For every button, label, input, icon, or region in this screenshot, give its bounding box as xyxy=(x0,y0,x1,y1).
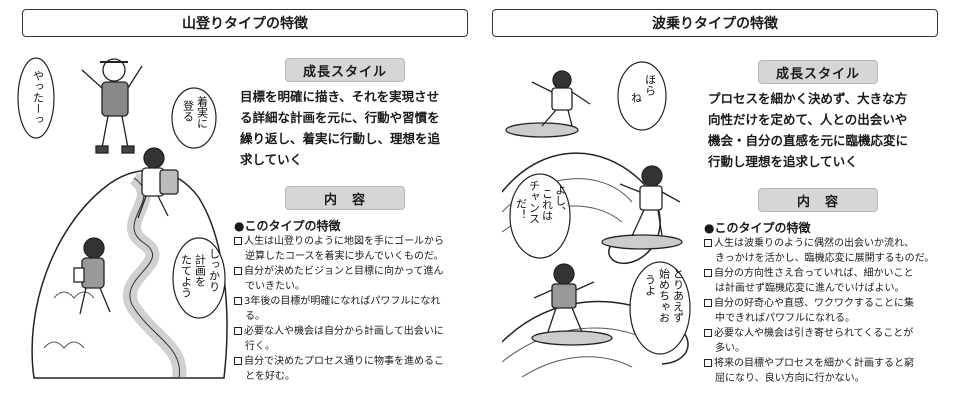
surfer-bottom xyxy=(531,263,613,346)
surfer-top xyxy=(505,70,591,138)
right-style-label: 成長スタイル xyxy=(758,60,878,84)
right-feature-list: 人生は波乗りのように偶然の出会いか流れ、きっかけを活かし、臨機応変に展開するもの… xyxy=(704,236,948,386)
surfer-middle xyxy=(601,165,683,250)
speech-bubble-shikkari xyxy=(172,237,226,319)
bubble3-line2: 始めちゃお xyxy=(658,267,671,323)
checkbox-icon xyxy=(704,299,712,307)
checkbox-icon xyxy=(704,329,712,337)
list-item: 人生は波乗りのように偶然の出会いか流れ、きっかけを活かし、臨機応変に展開するもの… xyxy=(704,236,948,266)
bubble2-line3: チャンス xyxy=(528,180,541,224)
bubble2-line2: 登る xyxy=(182,99,195,122)
list-item: 自分の方向性さえ合っていれば、細かいことは計画せず臨機応変に進んでいけばよい。 xyxy=(704,266,948,296)
bubble1-line1: やったーっ xyxy=(32,70,45,125)
left-content-label: 内 容 xyxy=(285,186,405,210)
speech-bubble-horane xyxy=(617,61,667,131)
checkbox-icon xyxy=(704,359,712,367)
checkbox-icon xyxy=(234,237,242,245)
checkbox-icon xyxy=(234,297,242,305)
speech-bubble-yattaa xyxy=(17,57,55,139)
list-item: 自分が決めたビジョンと目標に向かって進んでいきたい。 xyxy=(234,264,470,294)
climber-middle xyxy=(137,147,179,219)
right-style-text: プロセスを細かく決めず、大きな方 向性だけを定めて、人との出会いや 機会・自分の… xyxy=(708,91,909,169)
bubble2-line1: よし、 xyxy=(554,184,567,217)
right-title: 波乗りタイプの特徴 xyxy=(492,9,938,37)
bubble3-line1: しっかり xyxy=(208,248,221,292)
checkbox-icon xyxy=(704,269,712,277)
speech-bubble-chance xyxy=(509,173,571,259)
bubble2-line1: 着実に xyxy=(196,95,209,129)
bubble3-line3: うよ xyxy=(644,274,657,296)
bubble2-line2: これは xyxy=(541,188,554,221)
speech-bubble-toriaezu xyxy=(629,261,691,355)
list-item: 人生は山登りのように地図を手にゴールから逆算したコースを着実に歩んでいくものだ。 xyxy=(234,234,470,264)
list-item: 必要な人や機会は自分から計画して出会いに行く。 xyxy=(234,324,470,354)
checkbox-icon xyxy=(234,327,242,335)
bubble1-line1: ほら xyxy=(644,74,657,96)
left-feature-list: 人生は山登りのように地図を手にゴールから逆算したコースを着実に歩んでいくものだ。… xyxy=(234,234,470,384)
bubble3-line1: とりあえず xyxy=(672,268,685,323)
checkbox-icon xyxy=(234,267,242,275)
bubble1-line2: ね xyxy=(630,92,643,103)
mountain-climbing-illustration: やったーっ 着実に 登る しっかり 計画を たてよう xyxy=(17,57,228,380)
right-feature-heading: ●このタイプの特徴 xyxy=(704,221,811,235)
speech-bubble-chakujitsu xyxy=(171,87,217,149)
right-content-label: 内 容 xyxy=(758,188,878,212)
list-item: 3年後の目標が明確になればパワフルになれる。 xyxy=(234,294,470,324)
left-style-text: 目標を明確に描き、それを実現させ る詳細な計画を元に、行動や習慣を 繰り返し、着… xyxy=(240,89,441,167)
list-item: 将来の目標やプロセスを細かく計画すると窮屈になり、良い方向に行かない。 xyxy=(704,356,948,386)
climber-bottom xyxy=(73,237,111,315)
surfing-illustration: ほら ね よし、 これは チャンス だ！ とりあえず 始めちゃお うよ xyxy=(502,61,691,378)
left-feature-heading: ●このタイプの特徴 xyxy=(234,219,341,233)
list-item: 必要な人や機会は引き寄せられてくることが多い。 xyxy=(704,326,948,356)
checkbox-icon xyxy=(234,357,242,365)
list-item: 自分の好奇心や直感、ワクワクすることに集中できればパワフルになれる。 xyxy=(704,296,948,326)
checkbox-icon xyxy=(704,239,712,247)
left-style-label: 成長スタイル xyxy=(285,58,405,82)
bubble3-line3: たてよう xyxy=(180,254,193,298)
list-item: 自分で決めたプロセス通りに物事を進めることを好む。 xyxy=(234,354,470,384)
left-title: 山登りタイプの特徴 xyxy=(22,9,468,37)
climber-top xyxy=(81,58,143,154)
bubble2-line4: だ！ xyxy=(515,198,528,220)
bubble3-line2: 計画を xyxy=(194,253,207,287)
